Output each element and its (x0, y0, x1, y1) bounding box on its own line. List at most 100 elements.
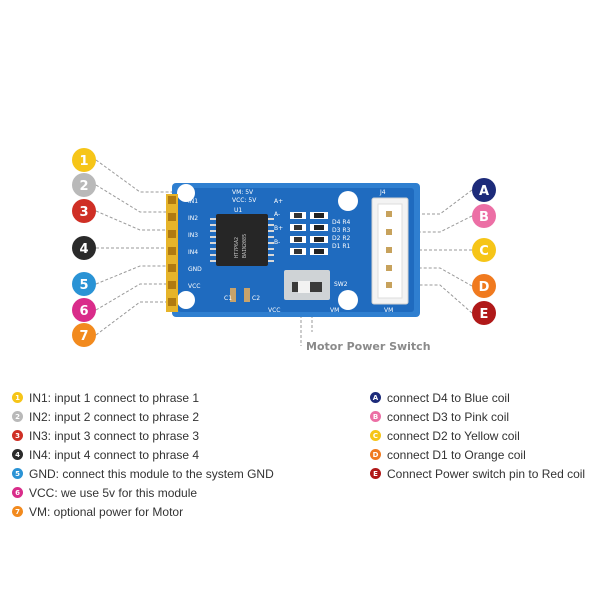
legend-text-1: IN1: input 1 connect to phrase 1 (29, 390, 200, 405)
badge-7-circle (72, 323, 96, 347)
chip-marking-2: BAIN2085 (242, 234, 248, 258)
led-resistor-array (290, 212, 328, 255)
pin-4 (168, 247, 176, 255)
legend-text-5: GND: connect this module to the system G… (29, 466, 274, 481)
chip-leg (210, 254, 216, 256)
coil-label-a-minus: A- (274, 211, 280, 218)
badge-e: E (472, 301, 496, 325)
pin-3 (168, 230, 176, 238)
legend-dot-6: 6 (12, 487, 23, 498)
legend-text-c: connect D2 to Yellow coil (387, 428, 520, 443)
badge-2: 2 (72, 173, 96, 197)
switch-label: SW2 (334, 281, 348, 288)
connector-vm-label: VM (384, 307, 393, 314)
right-badges: A B C D E (472, 178, 496, 325)
pin-5 (168, 264, 176, 272)
resistor-body (314, 249, 324, 254)
header-label: J5 (181, 188, 188, 195)
chip-leg (268, 260, 274, 262)
pin-label-in1: IN1 (188, 198, 198, 205)
pin-label-in3: IN3 (188, 232, 198, 239)
pin-label-gnd: GND (188, 266, 202, 273)
badge-5: 5 (72, 272, 96, 296)
chip-leg (210, 224, 216, 226)
badge-b-circle (472, 204, 496, 228)
chip-leg (268, 254, 274, 256)
led-body (294, 237, 302, 242)
leader-line-3 (95, 210, 178, 231)
badge-6-circle (72, 298, 96, 322)
pin-6 (168, 281, 176, 289)
motor-power-switch-caption: Motor Power Switch (306, 340, 431, 353)
switch-vm-label: VM (330, 307, 339, 314)
leader-line-1 (95, 159, 178, 193)
mount-hole-br (338, 290, 358, 310)
legend-dot-e: E (370, 468, 381, 479)
connector-label: J4 (379, 189, 386, 196)
badge-e-mark: E (480, 307, 489, 322)
badge-2-mark: 2 (79, 179, 88, 194)
mount-hole-tl (177, 184, 195, 202)
chip-legs (210, 218, 274, 262)
led-label-d2: D2 R2 (332, 235, 351, 242)
chip-leg (268, 224, 274, 226)
legend-dot-7: 7 (12, 506, 23, 517)
legend-dot-c: C (370, 430, 381, 441)
badge-6: 6 (72, 298, 96, 322)
badge-a-mark: A (479, 184, 489, 199)
badge-d-circle (472, 274, 496, 298)
legend-item-7: 7 VM: optional power for Motor (12, 502, 274, 521)
chip-leg (268, 242, 274, 244)
resistor-body (314, 237, 324, 242)
legend-dot-a: A (370, 392, 381, 403)
resistor-body (314, 213, 324, 218)
badge-e-circle (472, 301, 496, 325)
badge-6-mark: 6 (79, 304, 88, 319)
pin-label-in2: IN2 (188, 215, 198, 222)
chip-leg (268, 230, 274, 232)
badge-a-circle (472, 178, 496, 202)
leader-line-d (408, 267, 473, 287)
resistor-body (314, 225, 324, 230)
led-label-d3: D3 R3 (332, 227, 351, 234)
mount-hole-tr (338, 191, 358, 211)
chip-leg (210, 230, 216, 232)
led-label-d1: D1 R1 (332, 243, 351, 250)
chip-leg (210, 218, 216, 220)
badge-d: D (472, 274, 496, 298)
pin-7 (168, 298, 176, 306)
legend-text-a: connect D4 to Blue coil (387, 390, 510, 405)
badge-3: 3 (72, 199, 96, 223)
chip-leg (268, 218, 274, 220)
coil-label-b-minus: B- (274, 239, 280, 246)
badge-d-mark: D (479, 280, 490, 295)
chip-ref: U1 (234, 207, 242, 214)
switch-vcc-label: VCC (268, 307, 280, 314)
leader-line-2 (95, 184, 178, 213)
chip-leg (210, 242, 216, 244)
chip-leg (210, 236, 216, 238)
power-switch-knob[interactable] (298, 281, 310, 293)
led-body (294, 213, 302, 218)
connector-pin-4 (386, 265, 392, 271)
cap-label-c2: C2 (252, 295, 260, 302)
power-note-vm: VM: 5V (232, 189, 254, 196)
connector-pins (386, 211, 392, 288)
cap-label-c1: C1 (224, 295, 232, 302)
badge-3-mark: 3 (79, 205, 88, 220)
connector-pin-3 (386, 247, 392, 253)
legend-text-7: VM: optional power for Motor (29, 504, 184, 519)
leader-line-5 (95, 265, 178, 285)
chip-leg (268, 236, 274, 238)
legend-dot-3: 3 (12, 430, 23, 441)
header-pins (168, 196, 176, 306)
